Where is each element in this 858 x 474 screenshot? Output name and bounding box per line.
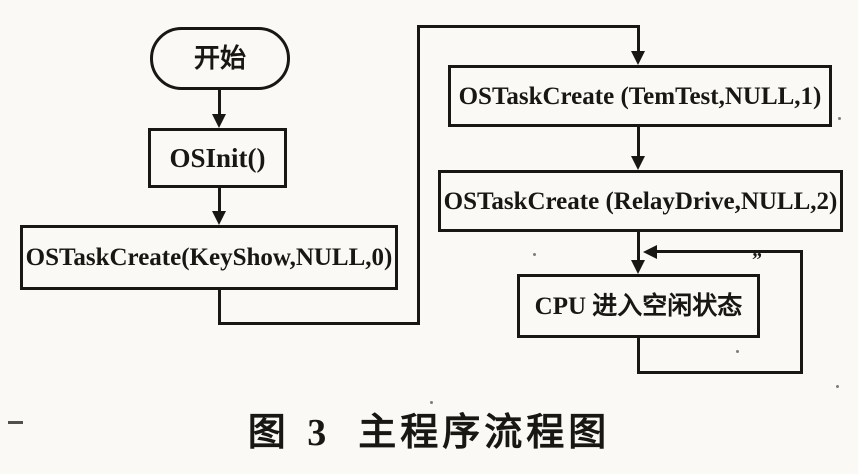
figure-caption: 图 3 主程序流程图 [0, 409, 858, 458]
edge-relaydrive-cpu-line [637, 231, 640, 261]
edge-keyshow-temtest-seg-drop [637, 25, 640, 52]
edge-temtest-relaydrive-line [637, 126, 640, 157]
osinit-node: OSInit() [148, 128, 287, 188]
edge-start-osinit-line [218, 89, 221, 115]
scan-speck [646, 297, 649, 300]
edge-cpu-loop-arrowhead [643, 245, 657, 259]
edge-keyshow-temtest-seg-top [417, 25, 640, 28]
edge-keyshow-temtest-seg-right [218, 322, 420, 325]
scan-speck [836, 385, 839, 388]
start-node: 开始 [150, 27, 290, 90]
temtest-node-label: OSTaskCreate (TemTest,NULL,1) [458, 82, 822, 110]
scan-artifact-quote: ” [752, 249, 762, 271]
edge-osinit-keyshow-line [218, 187, 221, 212]
cpu-idle-node: CPU 进入空闲状态 [517, 274, 760, 338]
cpu-idle-node-label: CPU 进入空闲状态 [534, 292, 743, 320]
edge-keyshow-temtest-seg-down [218, 288, 221, 325]
relaydrive-node: OSTaskCreate (RelayDrive,NULL,2) [438, 170, 843, 232]
edge-osinit-keyshow-arrowhead [212, 211, 226, 225]
edge-cpu-loop-seg-top [657, 250, 803, 253]
scan-dash-mark [8, 421, 23, 424]
keyshow-node-label: OSTaskCreate(KeyShow,NULL,0) [25, 244, 393, 271]
scan-speck [838, 117, 841, 120]
start-node-label: 开始 [193, 43, 246, 73]
keyshow-node: OSTaskCreate(KeyShow,NULL,0) [20, 225, 398, 290]
osinit-node-label: OSInit() [169, 142, 266, 173]
edge-relaydrive-cpu-arrowhead [631, 260, 645, 274]
figure-caption-label: 图 3 [247, 412, 333, 454]
edge-cpu-loop-seg-bottom [637, 371, 803, 374]
edge-temtest-relaydrive-arrowhead [631, 156, 645, 170]
scan-speck [430, 401, 433, 404]
edge-start-osinit-arrowhead [212, 114, 226, 128]
edge-cpu-loop-seg-up [800, 251, 803, 374]
figure-caption-title: 主程序流程图 [358, 412, 611, 454]
edge-cpu-loop-seg-down [637, 337, 640, 374]
scan-speck [533, 253, 536, 256]
scan-speck [736, 350, 739, 353]
edge-keyshow-temtest-arrowhead [631, 51, 645, 65]
relaydrive-node-label: OSTaskCreate (RelayDrive,NULL,2) [443, 187, 838, 215]
edge-keyshow-temtest-seg-up [417, 25, 420, 325]
temtest-node: OSTaskCreate (TemTest,NULL,1) [448, 65, 832, 127]
